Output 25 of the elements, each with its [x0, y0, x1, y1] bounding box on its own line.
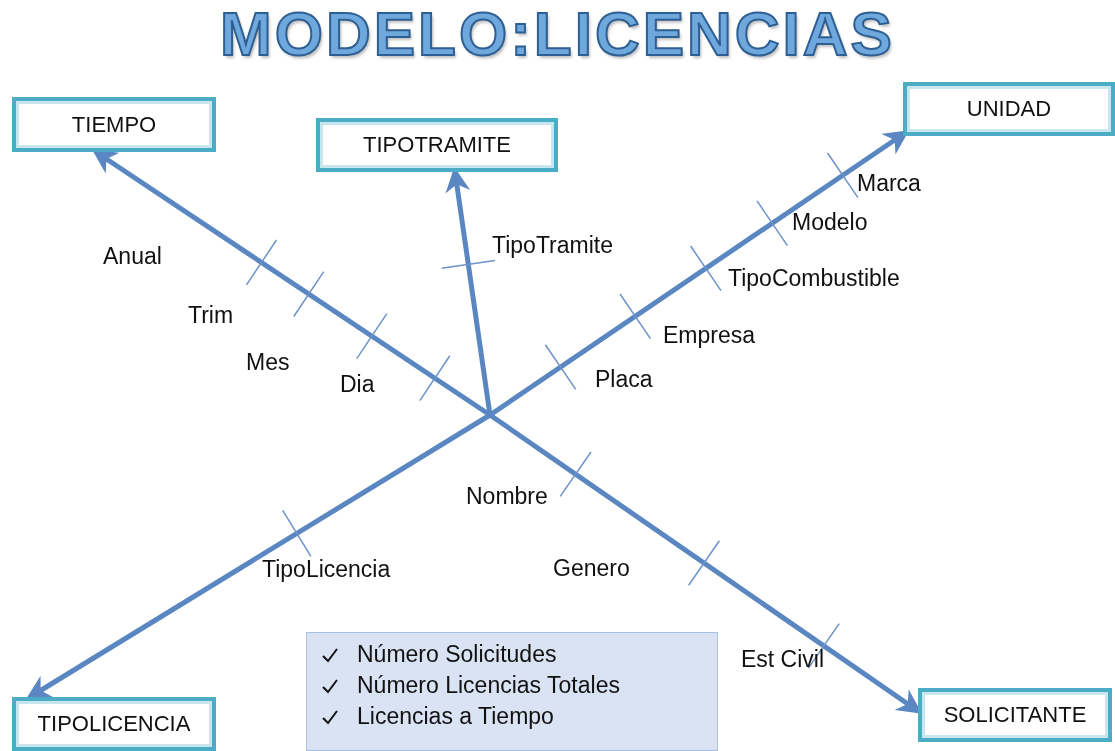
dimension-box: SOLICITANTE — [918, 688, 1112, 742]
measure-text: Número Licencias Totales — [357, 672, 620, 699]
attribute-label: Est Civil — [741, 646, 825, 673]
attribute-label: Anual — [103, 243, 162, 270]
dimension-box: TIPOLICENCIA — [12, 697, 216, 751]
title: MODELO:LICENCIAS — [219, 0, 896, 69]
measure-text: Número Solicitudes — [357, 641, 557, 668]
attribute-label: Genero — [553, 555, 630, 582]
measure-text: Licencias a Tiempo — [357, 703, 554, 730]
dimension-box: TIPOTRAMITE — [316, 118, 558, 172]
attribute-label: Modelo — [792, 209, 868, 236]
measures-box — [306, 632, 718, 751]
attribute-label: Mes — [246, 349, 290, 376]
attribute-label: TipoLicencia — [262, 556, 391, 583]
arrow — [25, 412, 492, 700]
attribute-label: Empresa — [663, 322, 756, 349]
attribute-label: TipoTramite — [492, 232, 613, 259]
dimension-box: TIEMPO — [12, 97, 216, 152]
attribute-label: Dia — [340, 371, 375, 398]
attribute-label: Placa — [595, 366, 653, 393]
attribute-label: Nombre — [466, 483, 548, 510]
attribute-label: TipoCombustible — [728, 265, 900, 292]
attribute-label: Marca — [857, 170, 921, 197]
dimension-box: UNIDAD — [903, 82, 1115, 136]
attribute-label: Trim — [188, 302, 234, 329]
